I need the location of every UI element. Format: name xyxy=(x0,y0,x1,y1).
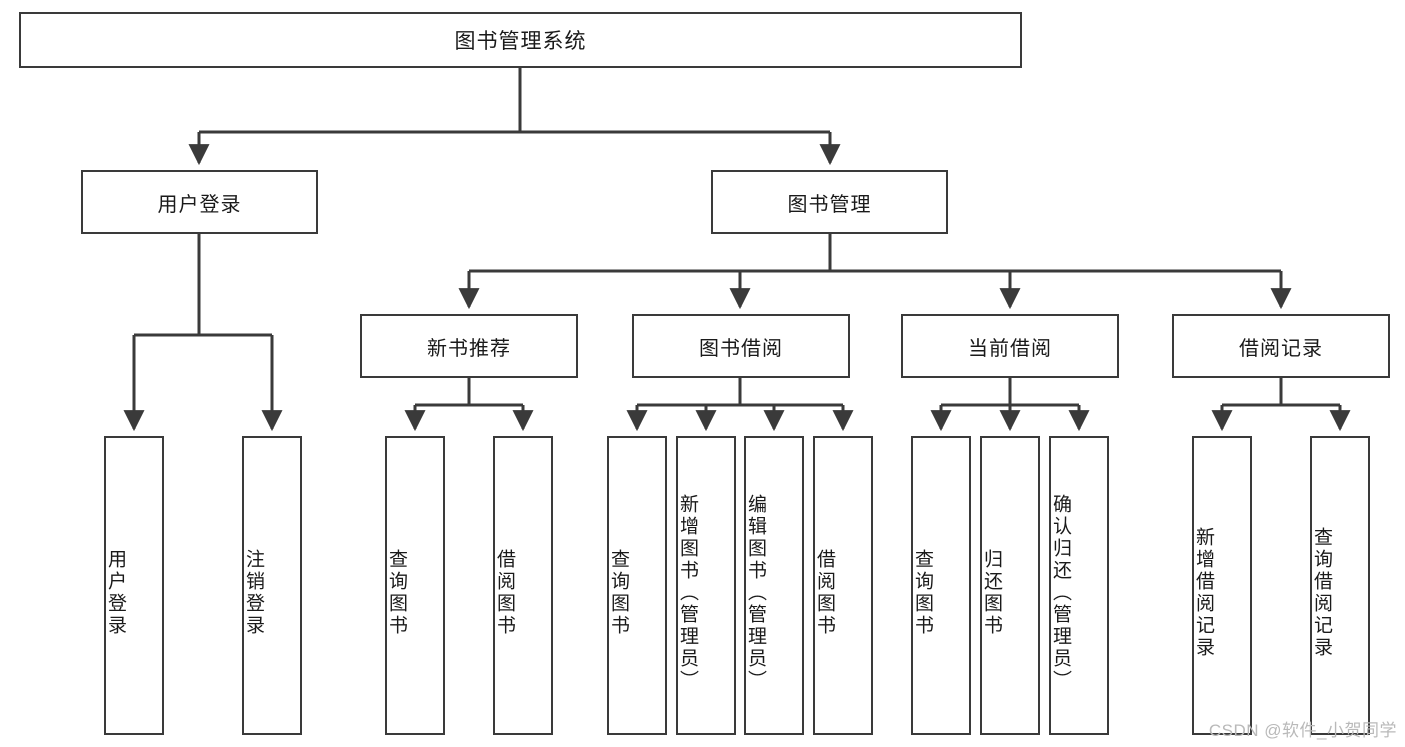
node-borrow-record-label: 借阅记录 xyxy=(1239,337,1323,360)
node-leaf-query-book-3[interactable]: 查询图书 xyxy=(911,436,971,735)
node-leaf-query-book-1[interactable]: 查询图书 xyxy=(385,436,445,735)
node-root-label: 图书管理系统 xyxy=(454,30,587,53)
node-new-book-rec-label: 新书推荐 xyxy=(427,337,511,360)
node-leaf-return-book-label: 归还图书 xyxy=(981,548,1002,637)
node-leaf-add-book[interactable]: 新增图书（管理员） xyxy=(676,436,736,735)
node-book-borrow[interactable]: 图书借阅 xyxy=(632,314,850,378)
node-root[interactable]: 图书管理系统 xyxy=(19,12,1022,68)
watermark: CSDN @软件_小贺同学 xyxy=(1208,721,1397,740)
node-leaf-edit-book[interactable]: 编辑图书（管理员） xyxy=(744,436,804,735)
node-leaf-edit-book-label: 编辑图书（管理员） xyxy=(745,493,766,692)
node-leaf-query-record[interactable]: 查询借阅记录 xyxy=(1310,436,1370,735)
node-current-borrow-label: 当前借阅 xyxy=(968,337,1052,360)
node-book-manage-label: 图书管理 xyxy=(787,193,872,216)
node-leaf-borrow-book-2[interactable]: 借阅图书 xyxy=(813,436,873,735)
node-leaf-add-book-label: 新增图书（管理员） xyxy=(677,493,698,692)
node-leaf-user-login-label: 用户登录 xyxy=(105,548,126,637)
node-leaf-return-book[interactable]: 归还图书 xyxy=(980,436,1040,735)
node-user-login-label: 用户登录 xyxy=(157,193,242,216)
node-leaf-user-login[interactable]: 用户登录 xyxy=(104,436,164,735)
node-leaf-query-record-label: 查询借阅记录 xyxy=(1311,526,1332,659)
node-leaf-query-book-2-label: 查询图书 xyxy=(608,548,629,637)
node-leaf-add-record-label: 新增借阅记录 xyxy=(1193,526,1214,659)
node-user-login[interactable]: 用户登录 xyxy=(81,170,318,234)
node-borrow-record[interactable]: 借阅记录 xyxy=(1172,314,1390,378)
node-book-manage[interactable]: 图书管理 xyxy=(711,170,948,234)
node-leaf-confirm-return-label: 确认归还（管理员） xyxy=(1050,493,1071,692)
node-leaf-query-book-1-label: 查询图书 xyxy=(386,548,407,637)
node-leaf-logout-login[interactable]: 注销登录 xyxy=(242,436,302,735)
node-leaf-borrow-book-2-label: 借阅图书 xyxy=(814,548,835,637)
node-current-borrow[interactable]: 当前借阅 xyxy=(901,314,1119,378)
node-leaf-query-book-3-label: 查询图书 xyxy=(912,548,933,637)
node-leaf-add-record[interactable]: 新增借阅记录 xyxy=(1192,436,1252,735)
node-leaf-query-book-2[interactable]: 查询图书 xyxy=(607,436,667,735)
node-leaf-confirm-return[interactable]: 确认归还（管理员） xyxy=(1049,436,1109,735)
node-leaf-borrow-book-1-label: 借阅图书 xyxy=(494,548,515,637)
node-book-borrow-label: 图书借阅 xyxy=(699,337,783,360)
node-new-book-rec[interactable]: 新书推荐 xyxy=(360,314,578,378)
node-leaf-borrow-book-1[interactable]: 借阅图书 xyxy=(493,436,553,735)
node-leaf-logout-login-label: 注销登录 xyxy=(243,548,264,637)
